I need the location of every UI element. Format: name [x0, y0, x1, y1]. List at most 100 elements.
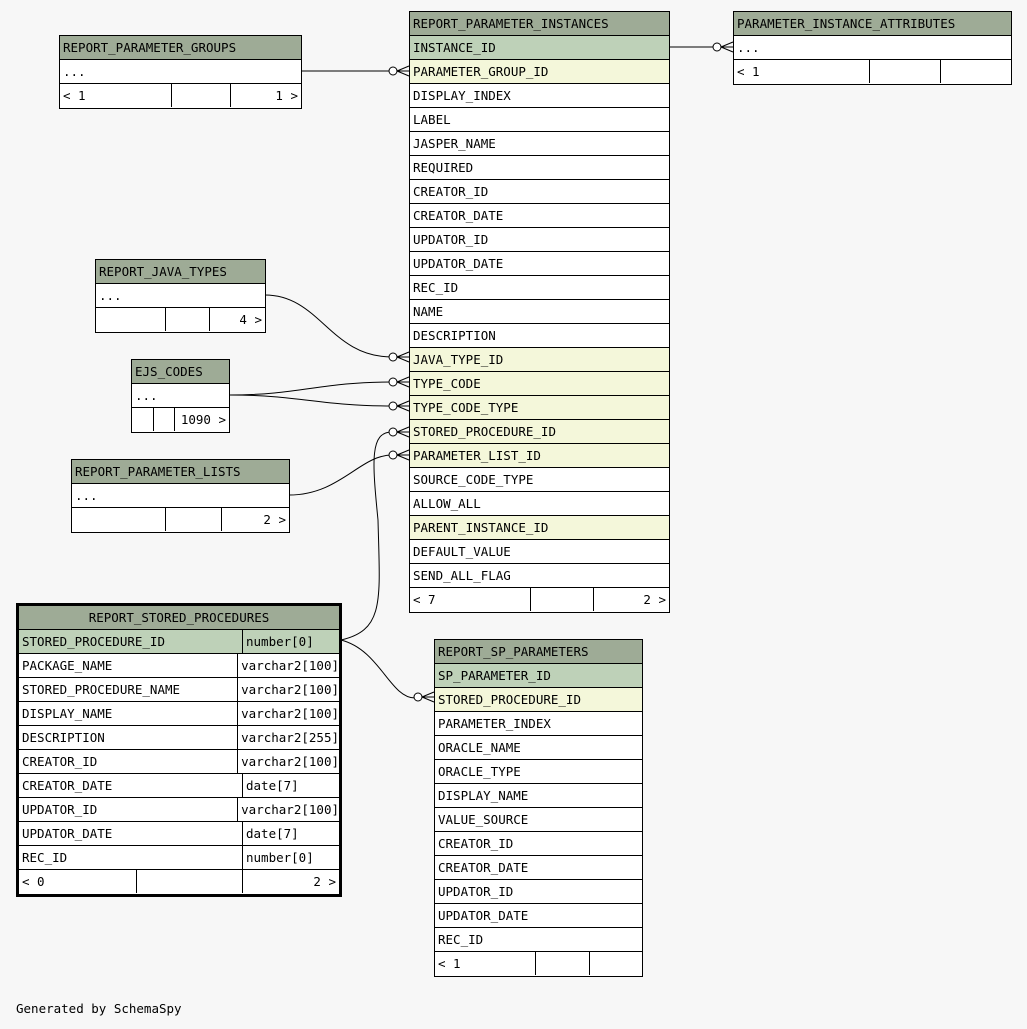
column-row[interactable]: CREATOR_ID [410, 180, 669, 204]
column-type: varchar2[100] [241, 754, 339, 769]
footer-children[interactable]: 2 > [263, 512, 286, 527]
column-row[interactable]: REQUIRED [410, 156, 669, 180]
column-row[interactable]: TYPE_CODE [410, 372, 669, 396]
column-name: SP_PARAMETER_ID [438, 668, 551, 683]
column-row[interactable]: UPDATOR_DATE [435, 904, 642, 928]
footer-rows [172, 84, 231, 107]
footer-children[interactable]: 2 > [643, 592, 666, 607]
column-row[interactable]: SEND_ALL_FLAG [410, 564, 669, 588]
edge-procedures-to-spparameters [340, 639, 416, 699]
table-parameter-instance-attributes[interactable]: PARAMETER_INSTANCE_ATTRIBUTES ... < 1 [733, 11, 1012, 85]
table-ellipsis: ... [734, 36, 1011, 60]
column-name: UPDATOR_ID [413, 232, 489, 247]
table-header: PARAMETER_INSTANCE_ATTRIBUTES [734, 12, 1011, 36]
column-row[interactable]: DESCRIPTION [410, 324, 669, 348]
column-name: CREATOR_ID [413, 184, 489, 199]
table-footer: < 1 1 > [60, 84, 301, 108]
table-report-stored-procedures[interactable]: REPORT_STORED_PROCEDURES STORED_PROCEDUR… [16, 603, 342, 897]
column-row[interactable]: SP_PARAMETER_ID [435, 664, 642, 688]
table-header: EJS_CODES [132, 360, 229, 384]
column-row[interactable]: PARAMETER_INDEX [435, 712, 642, 736]
column-row[interactable]: PARAMETER_GROUP_ID [410, 60, 669, 84]
table-ellipsis: ... [60, 60, 301, 84]
column-row[interactable]: LABEL [410, 108, 669, 132]
column-type: varchar2[100] [241, 706, 339, 721]
column-row[interactable]: DISPLAY_INDEX [410, 84, 669, 108]
footer-children[interactable]: 4 > [239, 312, 262, 327]
column-row[interactable]: STORED_PROCEDURE_ID [435, 688, 642, 712]
optional-marker [388, 427, 398, 437]
table-report-parameter-groups[interactable]: REPORT_PARAMETER_GROUPS ... < 1 1 > [59, 35, 302, 109]
column-name: VALUE_SOURCE [438, 812, 529, 827]
column-name: PARAMETER_INDEX [438, 716, 551, 731]
column-row[interactable]: NAME [410, 300, 669, 324]
table-report-java-types[interactable]: REPORT_JAVA_TYPES ... 4 > [95, 259, 266, 333]
column-type: varchar2[100] [241, 802, 339, 817]
column-row[interactable]: CREATOR_DATE [410, 204, 669, 228]
optional-marker [388, 377, 398, 387]
footer-children [590, 952, 642, 975]
column-name: STORED_PROCEDURE_ID [413, 424, 556, 439]
table-header: REPORT_JAVA_TYPES [96, 260, 265, 284]
column-row[interactable]: DEFAULT_VALUE [410, 540, 669, 564]
column-row[interactable]: TYPE_CODE_TYPE [410, 396, 669, 420]
footer-parents[interactable]: < 1 [734, 60, 870, 83]
footer-parents[interactable]: < 1 [60, 84, 172, 107]
column-name: SEND_ALL_FLAG [413, 568, 511, 583]
table-report-parameter-lists[interactable]: REPORT_PARAMETER_LISTS ... 2 > [71, 459, 290, 533]
footer-children[interactable]: 1090 > [180, 412, 226, 427]
column-row[interactable]: UPDATOR_ID [435, 880, 642, 904]
many-marker [396, 351, 410, 363]
column-row[interactable]: DISPLAY_NAME [435, 784, 642, 808]
column-row[interactable]: REC_ID [435, 928, 642, 952]
column-row[interactable]: JAVA_TYPE_ID [410, 348, 669, 372]
table-ejs-codes[interactable]: EJS_CODES ... 1090 > [131, 359, 230, 433]
column-row[interactable]: PARAMETER_LIST_ID [410, 444, 669, 468]
column-name: SOURCE_CODE_TYPE [413, 472, 534, 487]
column-row[interactable]: STORED_PROCEDURE_ID [410, 420, 669, 444]
footer-children[interactable]: 2 > [313, 874, 336, 889]
column-row[interactable]: JASPER_NAME [410, 132, 669, 156]
column-name: PARAMETER_GROUP_ID [413, 64, 549, 79]
column-name: UPDATOR_DATE [19, 822, 243, 845]
column-row[interactable]: SOURCE_CODE_TYPE [410, 468, 669, 492]
table-footer: < 7 2 > [410, 588, 669, 612]
footer-parents[interactable]: < 7 [410, 588, 531, 611]
column-name: LABEL [413, 112, 451, 127]
column-row[interactable]: ALLOW_ALL [410, 492, 669, 516]
column-row[interactable]: UPDATOR_DATE [410, 252, 669, 276]
column-name: DEFAULT_VALUE [413, 544, 511, 559]
column-name: PACKAGE_NAME [19, 654, 239, 677]
footer-children[interactable]: 1 > [275, 88, 298, 103]
column-name: UPDATOR_ID [438, 884, 514, 899]
column-row[interactable]: REC_ID [410, 276, 669, 300]
column-name: ORACLE_NAME [438, 740, 521, 755]
column-row[interactable]: PARENT_INSTANCE_ID [410, 516, 669, 540]
footer-rows [531, 588, 594, 611]
table-footer: < 0 2 > [19, 870, 339, 894]
column-row[interactable]: ORACLE_NAME [435, 736, 642, 760]
column-row[interactable]: CREATOR_ID [435, 832, 642, 856]
column-row[interactable]: ORACLE_TYPE [435, 760, 642, 784]
column-type: varchar2[100] [241, 682, 339, 697]
table-footer: < 1 [435, 952, 642, 976]
footer-parents[interactable]: < 1 [435, 952, 536, 975]
column-row[interactable]: CREATOR_DATE [435, 856, 642, 880]
column-row[interactable]: UPDATOR_ID [410, 228, 669, 252]
column-row[interactable]: VALUE_SOURCE [435, 808, 642, 832]
column-row[interactable]: INSTANCE_ID [410, 36, 669, 60]
column-name: REQUIRED [413, 160, 474, 175]
